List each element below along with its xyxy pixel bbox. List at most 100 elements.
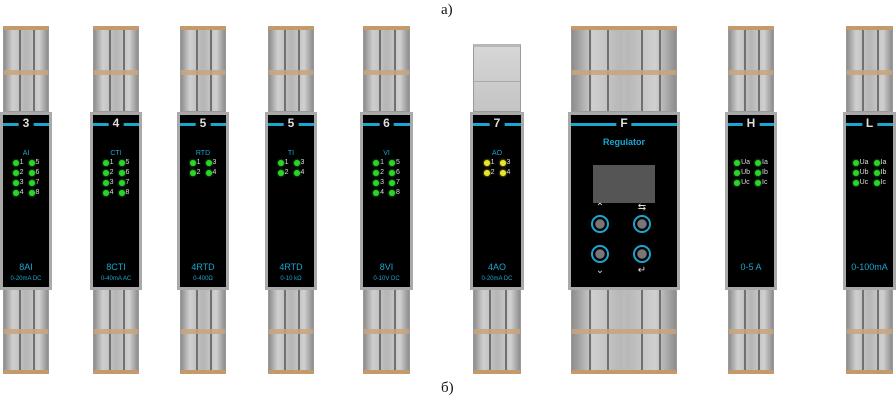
- module-type: 0-5 A: [740, 262, 762, 272]
- led-icon: [12, 160, 19, 166]
- channel-indicator: Ua: [734, 159, 750, 167]
- escape-button[interactable]: [633, 215, 651, 233]
- module-id: F: [616, 116, 632, 131]
- channel-indicator: 4: [12, 189, 24, 197]
- terminal-block: [268, 288, 314, 374]
- led-icon: [852, 160, 859, 166]
- terminal-band: [269, 70, 313, 75]
- channel-label: 1: [284, 159, 289, 166]
- led-icon: [389, 180, 395, 186]
- channel-label: 6: [125, 169, 130, 176]
- led-icon: [102, 180, 109, 186]
- channel-label: 3: [506, 159, 511, 166]
- channel-label: 2: [490, 169, 495, 176]
- terminal-band: [364, 70, 409, 75]
- channel-indicator: 3: [12, 179, 24, 187]
- led-icon: [118, 180, 125, 186]
- channel-indicator: 7: [389, 179, 400, 187]
- terminal-band: [572, 329, 676, 334]
- led-icon: [189, 170, 196, 176]
- channel-indicator: 2: [483, 169, 495, 177]
- terminal-band: [729, 70, 773, 75]
- channel-indicator: 8: [28, 189, 39, 197]
- down-button[interactable]: [591, 245, 609, 263]
- module-type: 4AO: [487, 262, 506, 272]
- led-icon: [852, 170, 859, 176]
- channel-indicator: Ib: [873, 169, 886, 177]
- module-range: 0-20mA DC: [481, 276, 513, 282]
- channel-label: Ic: [762, 179, 768, 186]
- channel-label: 5: [125, 159, 130, 166]
- terminal-block: [3, 288, 49, 374]
- terminal-block: [728, 288, 774, 374]
- led-icon: [28, 170, 35, 176]
- channel-label: Ub: [741, 169, 751, 176]
- channel-indicator: 5: [28, 159, 39, 167]
- channel-label: 1: [19, 159, 24, 166]
- channel-indicator: 1: [12, 159, 24, 167]
- led-icon: [852, 180, 859, 186]
- channel-indicator: 2: [102, 169, 114, 177]
- led-icon: [734, 170, 741, 176]
- module-id: 4: [108, 116, 124, 131]
- channel-indicator: Ub: [734, 169, 750, 177]
- module-id: 3: [18, 116, 34, 131]
- enter-button[interactable]: [633, 245, 651, 263]
- channel-label: 3: [380, 179, 384, 186]
- module-id: L: [861, 116, 878, 131]
- channel-label: Ua: [859, 159, 869, 166]
- cover-seam: [474, 81, 520, 82]
- channel-indicator: Ub: [852, 169, 869, 177]
- led-icon: [483, 160, 490, 166]
- module-type: 8CTI: [106, 262, 126, 272]
- channel-label: 1: [109, 159, 114, 166]
- module-title: Regulator: [602, 137, 645, 147]
- led-icon: [12, 170, 19, 176]
- up-button[interactable]: [591, 215, 609, 233]
- channel-label: 3: [109, 179, 114, 186]
- terminal-band: [729, 329, 773, 334]
- led-icon: [189, 160, 196, 166]
- channel-indicator: Ia: [873, 159, 886, 167]
- channel-indicator: 4: [499, 169, 510, 177]
- channel-indicator: 6: [28, 169, 39, 177]
- channel-label: Ib: [762, 169, 768, 176]
- terminal-block: [571, 288, 677, 374]
- channel-indicator: 6: [389, 169, 400, 177]
- channel-indicator: Uc: [852, 179, 869, 187]
- module-id: 7: [489, 116, 505, 131]
- led-icon: [293, 170, 300, 176]
- module-type: 8VI: [379, 262, 394, 272]
- channel-indicator: Ia: [755, 159, 768, 167]
- channel-indicator: 3: [373, 179, 384, 187]
- channel-label: 5: [396, 159, 400, 166]
- led-icon: [12, 180, 19, 186]
- channel-label: 1: [380, 159, 384, 166]
- led-icon: [28, 160, 35, 166]
- led-icon: [373, 190, 380, 196]
- channel-label: 2: [196, 169, 201, 176]
- terminal-band: [474, 329, 520, 334]
- module-id: H: [742, 116, 760, 131]
- channel-label: 4: [212, 169, 217, 176]
- up-icon: ⌃: [595, 202, 605, 213]
- caption-a: а): [441, 2, 453, 18]
- module-range: 0-10 kΩ: [280, 276, 302, 282]
